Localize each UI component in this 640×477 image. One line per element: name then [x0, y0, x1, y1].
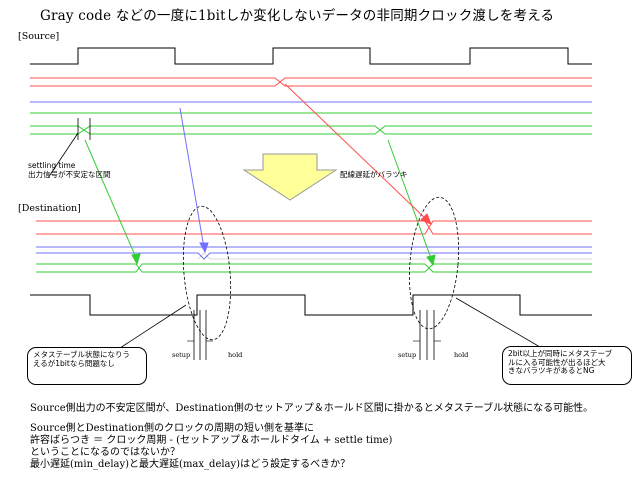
settling-note-line-2: 出力信号が不安定な区間 — [28, 169, 111, 179]
metastable-ellipse-left — [182, 205, 232, 341]
right-callout-line-2: ルに入る可能性が出るほど大 — [508, 357, 606, 367]
green-delay-arrow — [84, 139, 436, 267]
setup-label-left: setup — [172, 351, 191, 359]
right-callout: 2bit以上が同時にメタステーブ ルに入る可能性が出るほど大 きなバラツキがある… — [502, 346, 632, 385]
destination-section-label: [Destination] — [18, 203, 81, 214]
hold-label-left: hold — [228, 351, 243, 359]
setup-hold-markers-left — [193, 310, 207, 360]
blue-delay-arrow — [179, 107, 209, 254]
bottom-text-line-4: ということになるのではないか？ — [30, 447, 180, 458]
page-title: Gray code などの一度に1bitしか変化しないデータの非同期クロック渡し… — [40, 8, 555, 24]
settling-markers — [77, 118, 91, 140]
settling-note-line-1: settling time — [28, 161, 76, 170]
setup-label-right: setup — [398, 351, 417, 359]
bottom-text-line-5: 最小遅延(min_delay)と最大遅延(max_delay)はどう設定するべき… — [30, 459, 351, 470]
red-delay-arrow — [284, 83, 432, 225]
right-callout-line-1: 2bit以上が同時にメタステーブ — [508, 349, 613, 358]
source-section-label: [Source] — [18, 31, 60, 42]
left-callout-line-1: メタステーブル状態になりう — [33, 350, 131, 359]
destination-green-bit — [36, 263, 592, 273]
hold-label-right: hold — [454, 351, 469, 359]
source-clock-waveform — [30, 47, 592, 65]
bottom-text-line-2: Source側とDestination側のクロックの周期の短い側を基準に — [30, 423, 314, 434]
right-callout-line-3: きなバラツキがあるとNG — [508, 366, 595, 376]
bottom-text-line-1: Source側出力の不安定区間が、Destination側のセットアップ＆ホール… — [30, 403, 594, 414]
destination-blue-glitch — [36, 252, 592, 260]
source-red-bit — [30, 77, 592, 87]
callout-pointers — [47, 132, 541, 349]
bottom-text-line-3: 許容ばらつき ＝ クロック周期 - (セットアップ＆ホールドタイム + sett… — [30, 435, 393, 446]
wire-delay-note: 配線遅延がバラツキ — [340, 170, 408, 179]
left-callout-line-2: えるが1bitなら問題なし — [33, 358, 115, 368]
setup-hold-markers-right — [419, 310, 435, 360]
destination-clock-waveform — [30, 294, 592, 316]
transfer-arrow — [242, 153, 338, 201]
left-callout: メタステーブル状態になりう えるが1bitなら問題なし — [27, 347, 147, 385]
source-green-bit — [30, 125, 592, 135]
metastable-ellipse-right — [409, 196, 459, 330]
settling-time-note: settling time 出力信号が不安定な区間 — [28, 161, 111, 179]
destination-red-bit — [36, 220, 592, 235]
